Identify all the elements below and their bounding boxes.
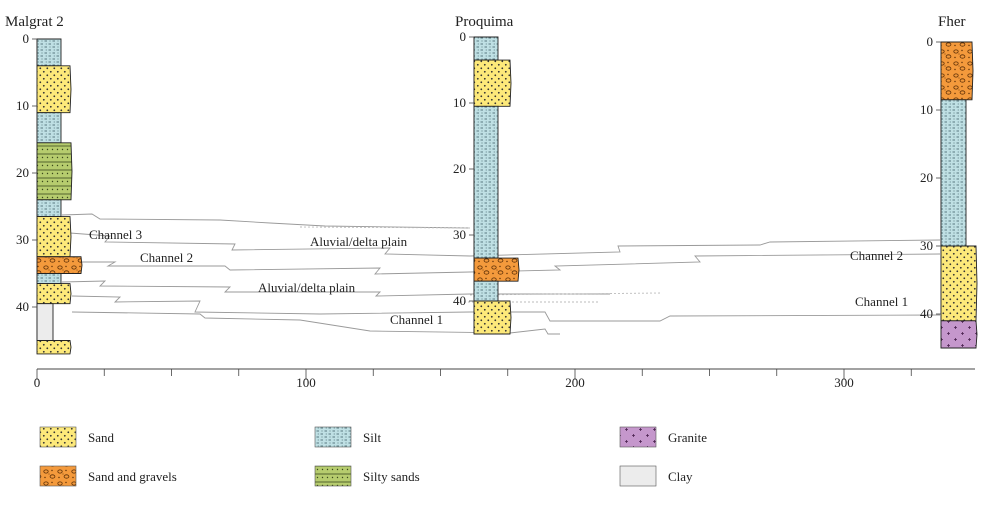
legend-swatch-silty-sands bbox=[314, 465, 352, 487]
depth-tick-label: 0 bbox=[927, 34, 934, 49]
depth-tick-label: 20 bbox=[920, 170, 933, 185]
distance-tick-label: 100 bbox=[296, 375, 316, 390]
depth-tick-label: 30 bbox=[453, 227, 466, 242]
distance-tick-label: 0 bbox=[34, 375, 41, 390]
dotted-connectors bbox=[299, 226, 661, 303]
layer-silt bbox=[36, 112, 62, 144]
layer-granite bbox=[940, 320, 978, 349]
legend-label-granite: Granite bbox=[668, 430, 707, 445]
well-name-proquima: Proquima bbox=[455, 14, 514, 30]
layer-sand bbox=[473, 59, 512, 107]
depth-tick-label: 20 bbox=[16, 165, 29, 180]
layer-silt bbox=[940, 99, 967, 247]
layer-sand-gravels bbox=[36, 256, 83, 274]
layer-sand bbox=[36, 340, 72, 355]
layer-silt bbox=[473, 105, 499, 259]
correlation-line-channel2-top bbox=[78, 253, 941, 275]
distance-axis: 0 100 200 300 bbox=[34, 368, 975, 390]
depth-tick-label: 30 bbox=[920, 238, 933, 253]
legend-swatch-clay bbox=[619, 465, 657, 487]
well-malgrat-2: 0 10 20 30 40 bbox=[16, 31, 83, 355]
annotation-channel-2-right: Channel 2 bbox=[850, 248, 903, 263]
depth-tick-label: 30 bbox=[16, 232, 29, 247]
depth-tick-label: 20 bbox=[453, 161, 466, 176]
layer-silt bbox=[36, 199, 62, 217]
layer-sand bbox=[473, 300, 512, 335]
annotation-channel-1-right: Channel 1 bbox=[855, 294, 908, 309]
correlation-line-channel2-base bbox=[61, 280, 610, 297]
well-name-malgrat-2: Malgrat 2 bbox=[5, 14, 64, 30]
depth-tick-label: 0 bbox=[23, 31, 30, 46]
legend-label-clay: Clay bbox=[668, 469, 693, 484]
well-proquima: 0 10 20 30 40 bbox=[453, 29, 520, 335]
layer-silt bbox=[36, 273, 62, 284]
legend-label-sand-gravels: Sand and gravels bbox=[88, 469, 177, 484]
correlation-line-channel3-base bbox=[69, 232, 941, 257]
layer-clay bbox=[36, 303, 54, 341]
annotation-channel-2-left: Channel 2 bbox=[140, 250, 193, 265]
well-fher: 0 10 20 30 40 bbox=[920, 34, 978, 349]
depth-tick-label: 40 bbox=[16, 299, 29, 314]
layer-sand-gravels bbox=[473, 257, 520, 282]
legend-label-silt: Silt bbox=[363, 430, 381, 445]
depth-tick-label: 40 bbox=[453, 293, 466, 308]
well-name-fher: Fher bbox=[938, 14, 966, 30]
annotation-channel-1-mid: Channel 1 bbox=[390, 312, 443, 327]
annotation-channel-3: Channel 3 bbox=[89, 227, 142, 242]
legend-swatch-granite bbox=[619, 426, 657, 448]
layer-sand bbox=[36, 283, 72, 305]
layer-sand bbox=[940, 245, 978, 322]
layer-silty-sands bbox=[36, 142, 73, 201]
layer-silt bbox=[36, 38, 62, 67]
layer-sand-gravels bbox=[940, 41, 974, 101]
legend-swatch-sand bbox=[39, 426, 77, 448]
layer-silt bbox=[473, 36, 499, 61]
layer-silt bbox=[473, 280, 499, 302]
legend-swatch-sand-gravels bbox=[39, 465, 77, 487]
annotation-aluvial-upper: Aluvial/delta plain bbox=[310, 234, 408, 249]
depth-tick-label: 10 bbox=[920, 102, 933, 117]
correlation-line-channel1-top bbox=[71, 295, 941, 322]
legend-label-silty-sands: Silty sands bbox=[363, 469, 420, 484]
layer-sand bbox=[36, 216, 72, 258]
layer-sand bbox=[36, 65, 72, 114]
legend-label-sand: Sand bbox=[88, 430, 115, 445]
distance-tick-label: 300 bbox=[834, 375, 854, 390]
correlation-line-top bbox=[61, 213, 471, 229]
depth-tick-label: 0 bbox=[460, 29, 467, 44]
correlation-lines bbox=[61, 213, 941, 335]
depth-tick-label: 40 bbox=[920, 306, 933, 321]
annotation-aluvial-lower: Aluvial/delta plain bbox=[258, 280, 356, 295]
correlation-line-channel1-base bbox=[71, 311, 560, 335]
legend-swatch-silt bbox=[314, 426, 352, 448]
distance-tick-label: 200 bbox=[565, 375, 585, 390]
depth-tick-label: 10 bbox=[453, 95, 466, 110]
depth-tick-label: 10 bbox=[16, 98, 29, 113]
